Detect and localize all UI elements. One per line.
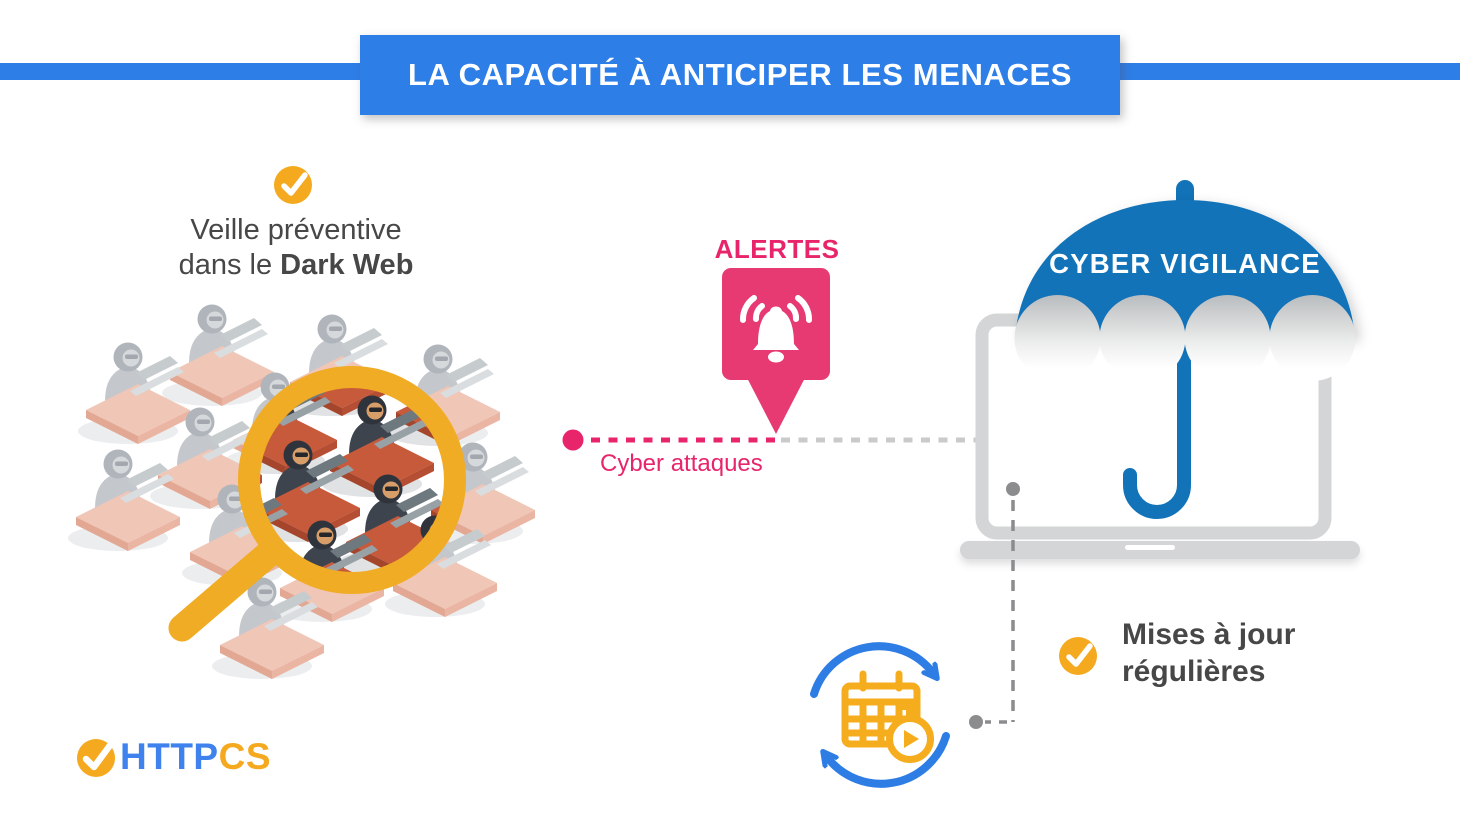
alert-pin-icon: [722, 268, 830, 434]
stopwatch-icon: [886, 704, 934, 763]
attack-origin-dot: [562, 429, 584, 451]
logo-check-icon: [77, 739, 115, 777]
attack-path-line: [562, 429, 982, 451]
updates-line1: Mises à jour: [1122, 618, 1296, 651]
umbrella-label: CYBER VIGILANCE: [1049, 248, 1321, 279]
dark-web-caption: Veille préventive dans le Dark Web: [150, 213, 442, 283]
alerts-title: ALERTES: [714, 234, 840, 264]
updates-line2: régulières: [1122, 655, 1266, 688]
brand-logo: HTTPCS: [120, 736, 271, 778]
page-title: LA CAPACITÉ À ANTICIPER LES MENACES: [408, 57, 1072, 92]
dark-web-line2: dans le Dark Web: [178, 249, 414, 281]
calendar-refresh-icon: [810, 642, 950, 788]
magnifying-glass-icon: [168, 366, 466, 642]
brand-suffix: CS: [218, 736, 272, 777]
bell-icon: [740, 295, 812, 363]
check-badge-icon: [1056, 634, 1100, 678]
brand-prefix: HTTP: [120, 736, 219, 777]
attack-line-label: Cyber attaques: [600, 450, 763, 477]
check-badge-icon: [271, 163, 315, 207]
refresh-arrows-icon: [810, 642, 950, 788]
updates-caption: Mises à jour régulières: [1122, 616, 1295, 690]
cyber-vigilance-illustration: CYBER VIGILANCE: [960, 180, 1360, 559]
title-banner: LA CAPACITÉ À ANTICIPER LES MENACES: [360, 35, 1120, 115]
update-connector-line: [969, 482, 1020, 729]
hackers-illustration: [68, 304, 535, 679]
dark-web-line1: Veille préventive: [190, 214, 402, 246]
umbrella-icon: CYBER VIGILANCE: [1014, 180, 1356, 519]
